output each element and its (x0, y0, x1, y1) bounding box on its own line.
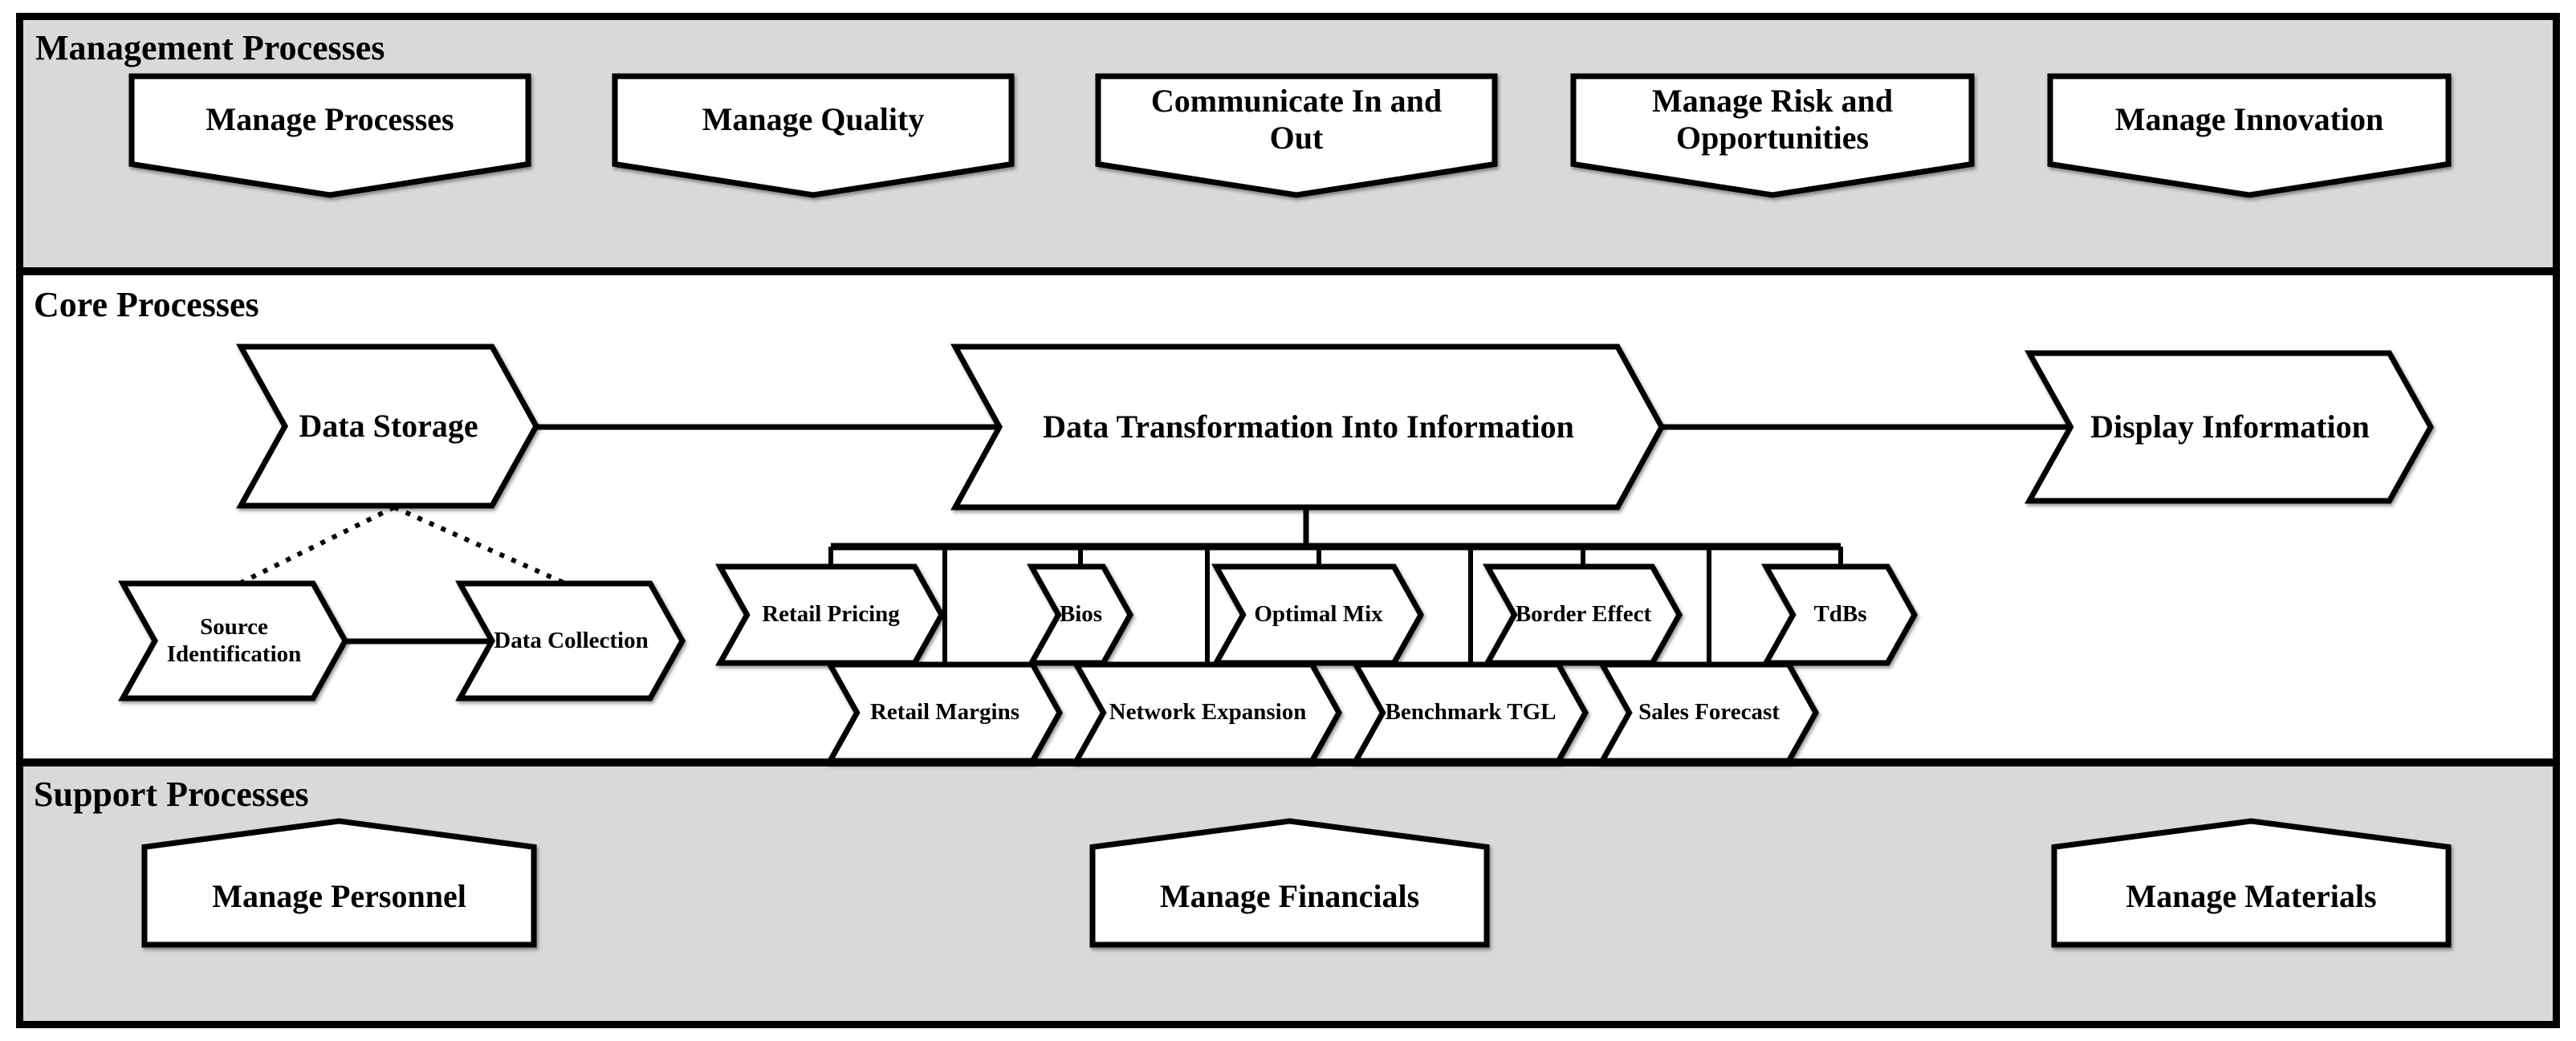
shape-label: Retail Pricing (762, 601, 900, 628)
shape-label: Communicate In and Out (1150, 83, 1443, 156)
shape-network-expansion: Network Expansion (1072, 661, 1343, 764)
shape-label: Display Information (2090, 409, 2370, 445)
shape-label: Retail Margins (869, 699, 1020, 726)
core-band-title: Core Processes (34, 285, 259, 324)
shape-sales-forecast: Sales Forecast (1597, 661, 1820, 764)
shape-label: TdBs (1813, 601, 1867, 628)
shape-label: Data Storage (299, 408, 478, 444)
shape-bios: Bios (1027, 563, 1134, 666)
shape-label: Manage Financials (1159, 878, 1420, 914)
shape-label: Source Identification (166, 614, 302, 667)
shape-manage-processes: Manage Processes (128, 73, 531, 198)
shape-label: Manage Innovation (2114, 101, 2384, 137)
support-band-title: Support Processes (34, 775, 309, 814)
shape-label: Optimal Mix (1254, 601, 1383, 628)
shape-label: Data Transformation Into Information (1043, 409, 1574, 445)
shape-source-identification: Source Identification (118, 580, 349, 701)
shape-manage-materials: Manage Materials (2051, 818, 2452, 948)
shape-retail-margins: Retail Margins (825, 661, 1064, 764)
shape-label: Network Expansion (1109, 699, 1307, 726)
shape-manage-personnel: Manage Personnel (141, 818, 537, 948)
shape-retail-pricing: Retail Pricing (715, 563, 946, 666)
shape-label: Benchmark TGL (1385, 699, 1557, 726)
shape-label: Manage Processes (206, 101, 454, 137)
management-band-title: Management Processes (35, 28, 385, 67)
shape-label: Manage Personnel (212, 878, 466, 914)
shape-label: Manage Quality (702, 101, 925, 137)
shape-manage-financials: Manage Financials (1089, 818, 1490, 948)
shape-benchmark-tgl: Benchmark TGL (1351, 661, 1589, 764)
shape-border-effect: Border Effect (1483, 563, 1683, 666)
shape-label: Data Collection (494, 627, 649, 653)
shape-label: Manage Materials (2126, 878, 2377, 914)
shape-tdbs: TdBs (1761, 563, 1919, 666)
shape-communicate-in-and-out: Communicate In and Out (1095, 73, 1498, 198)
shape-manage-innovation: Manage Innovation (2047, 73, 2452, 198)
shape-manage-quality: Manage Quality (612, 73, 1015, 198)
shape-optimal-mix: Optimal Mix (1211, 563, 1425, 666)
shape-label: Sales Forecast (1638, 699, 1780, 726)
shape-display-information: Display Information (2025, 350, 2435, 504)
shape-label: Bios (1059, 601, 1103, 628)
shape-manage-risk-and-opportunities: Manage Risk and Opportunities (1570, 73, 1975, 198)
shape-data-collection: Data Collection (455, 580, 686, 701)
shape-data-transformation-into-information: Data Transformation Into Information (950, 344, 1665, 510)
shape-data-storage: Data Storage (236, 344, 540, 509)
shape-label: Border Effect (1515, 601, 1652, 628)
shape-label: Manage Risk and Opportunities (1651, 83, 1894, 156)
